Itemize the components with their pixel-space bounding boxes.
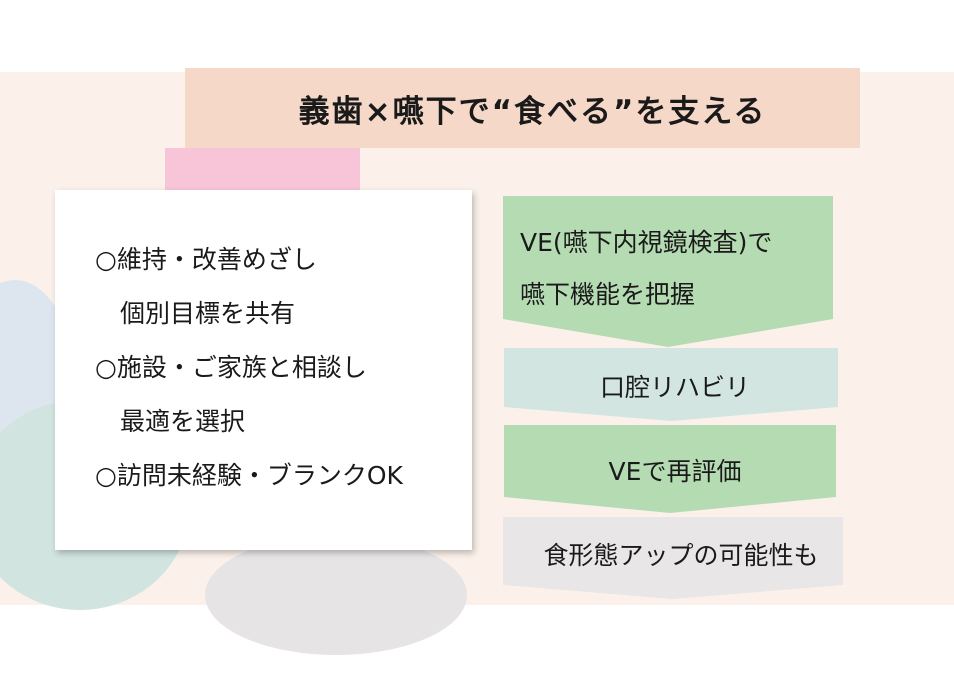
step-arrow-4 (503, 517, 843, 599)
card-line: ○維持・改善めざし (95, 245, 317, 274)
card-line: ○施設・ご家族と相談し (95, 353, 367, 382)
flow-arrows (503, 196, 843, 599)
info-card: ○維持・改善めざし 個別目標を共有 ○施設・ご家族と相談し 最適を選択 ○訪問未… (55, 190, 472, 550)
step-1-line-1: VE(嚥下内視鏡検査)で (520, 228, 773, 257)
card-line: 最適を選択 (95, 407, 246, 436)
grey-cloud-decoration (205, 535, 467, 655)
process-flow: VE(嚥下内視鏡検査)で 嚥下機能を把握 口腔リハビリ VEで再評価 食形態アッ… (500, 195, 850, 605)
step-arrow-2 (504, 348, 838, 421)
step-1-line-2: 嚥下機能を把握 (520, 280, 696, 309)
title-tape: 義歯×嚥下で“食べる”を支える (185, 68, 860, 148)
step-4-label: 食形態アップの可能性も (543, 541, 819, 570)
step-3-label: VEで再評価 (608, 457, 742, 486)
step-arrow-3 (504, 425, 836, 513)
step-arrow-1 (503, 196, 833, 347)
card-line: ○訪問未経験・ブランクOK (95, 461, 403, 490)
step-1-text: VE(嚥下内視鏡検査)で 嚥下機能を把握 (520, 217, 772, 321)
step-2-label: 口腔リハビリ (599, 373, 750, 402)
page-title: 義歯×嚥下で“食べる”を支える (298, 93, 767, 130)
card-line: 個別目標を共有 (95, 299, 296, 328)
